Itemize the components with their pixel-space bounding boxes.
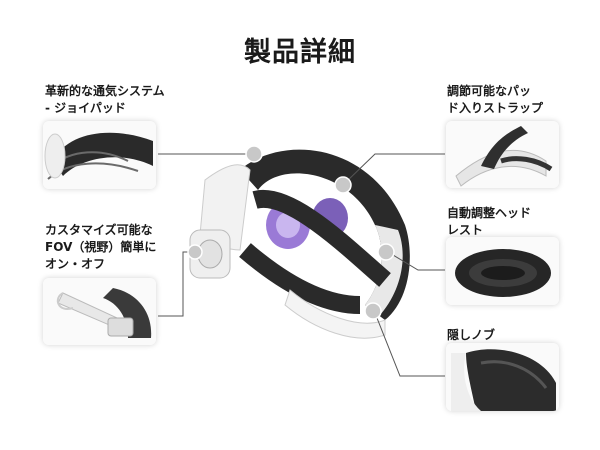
feature-label-line: レスト [447,223,484,237]
feature-image-knob [446,343,559,411]
feature-label-line: 革新的な通気システム [45,84,165,98]
feature-label-line: - ジョイパッド [45,101,126,115]
feature-label-strap: 調節可能なパッ ド入りストラップ [447,83,543,117]
feature-image-ventilation [43,121,156,189]
feature-label-fov: カスタマイズ可能な FOV（視野）簡単に オン・オフ [45,222,156,273]
feature-label-line: カスタマイズ可能な [45,223,153,237]
headset-product-image [170,130,430,360]
feature-label-line: オン・オフ [45,257,106,271]
feature-label-ventilation: 革新的な通気システム - ジョイパッド [45,83,165,117]
feature-label-line: 隠しノブ [447,328,496,342]
page-title: 製品詳細 [244,37,356,68]
feature-label-line: ド入りストラップ [447,101,544,115]
feature-image-strap [446,121,559,188]
feature-label-line: FOV（視野）簡単に [45,240,157,254]
feature-image-fov [43,278,156,345]
feature-image-headrest [446,237,559,305]
feature-label-knob: 隠しノブ [447,327,495,344]
feature-label-line: 自動調整ヘッド [447,206,532,220]
feature-label-headrest: 自動調整ヘッド レスト [447,205,531,239]
feature-label-line: 調節可能なパッ [447,84,532,98]
